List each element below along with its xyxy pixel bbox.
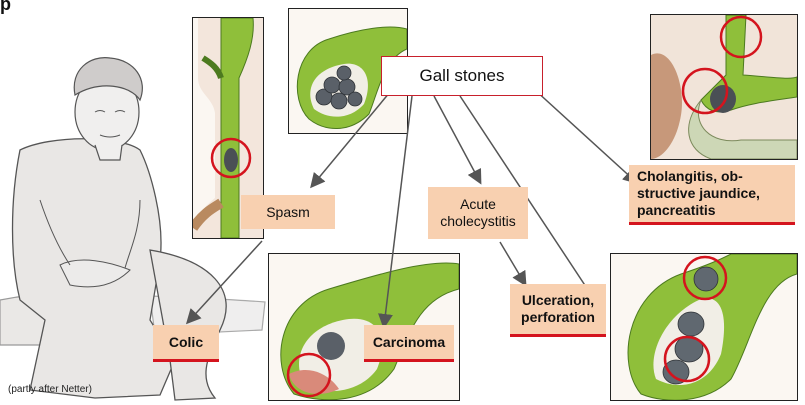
carcinoma-text: Carcinoma xyxy=(373,334,445,351)
spasm-label: Spasm xyxy=(241,195,335,229)
ulceration-label: Ulceration, perforation xyxy=(510,284,606,337)
highlight-circle-duct-stone-2 xyxy=(683,69,727,113)
gall-stones-label: Gall stones xyxy=(381,56,543,96)
arrow-acute-to-ulceration xyxy=(500,242,525,284)
cholangitis-text-line1: Cholangitis, ob- xyxy=(637,168,743,185)
spasm-text: Spasm xyxy=(266,204,310,221)
arrow-to-acute-cholecystitis xyxy=(434,96,480,182)
arrow-to-cholangitis xyxy=(535,90,636,182)
colic-label: Colic xyxy=(153,325,219,362)
ulceration-text-line1: Ulceration, xyxy=(522,292,594,309)
acute-cholecystitis-label: Acute cholecystitis xyxy=(428,187,528,239)
ulceration-text-line2: perforation xyxy=(521,309,595,326)
arrow-spasm-to-colic xyxy=(188,241,262,322)
cholangitis-text-line3: pancreatitis xyxy=(637,202,716,219)
source-caption: (partly after Netter) xyxy=(8,384,92,395)
acute-text-line2: cholecystitis xyxy=(440,213,515,230)
colic-text: Colic xyxy=(169,334,203,351)
highlight-circle-duct-upper xyxy=(721,17,761,57)
arrow-to-carcinoma xyxy=(384,96,412,326)
highlight-circle-perforation-top xyxy=(684,257,726,299)
arrow-to-spasm xyxy=(312,92,390,186)
cholangitis-label: Cholangitis, ob- structive jaundice, pan… xyxy=(629,165,795,225)
highlight-circle-duct-stone xyxy=(212,139,250,177)
highlight-circle-perforation-bottom xyxy=(665,337,709,381)
carcinoma-label: Carcinoma xyxy=(364,325,454,362)
highlight-circle-carcinoma xyxy=(288,354,330,396)
acute-text-line1: Acute xyxy=(460,196,496,213)
cholangitis-text-line2: structive jaundice, xyxy=(637,185,760,202)
